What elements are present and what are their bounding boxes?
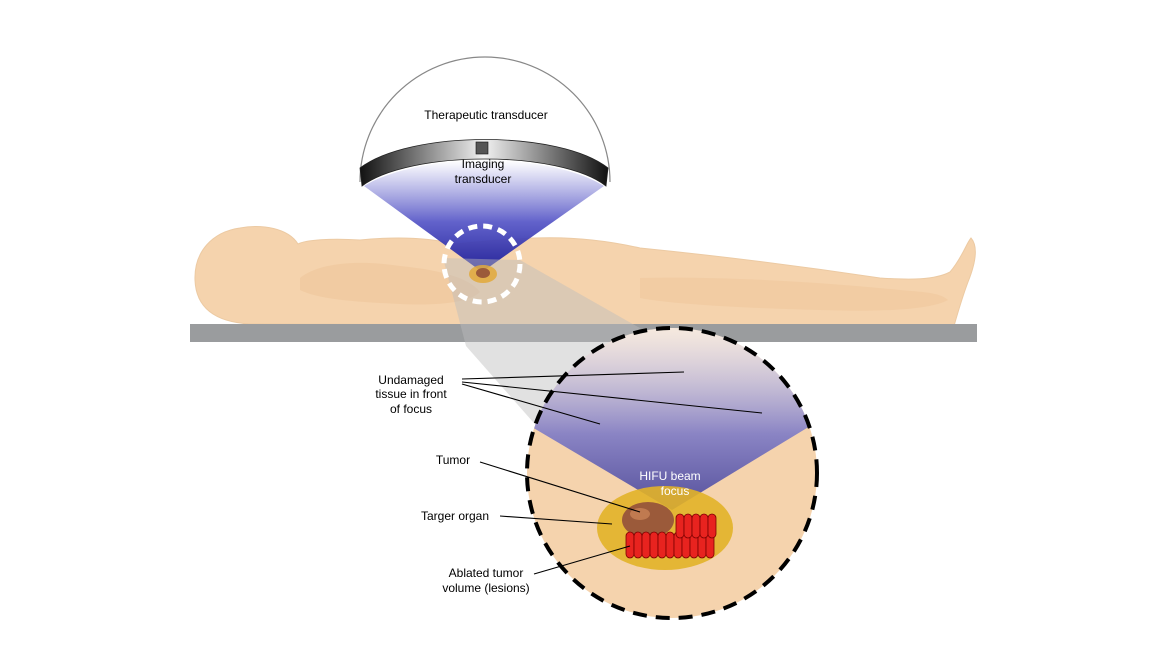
lesion bbox=[657, 531, 667, 559]
arm-contour bbox=[300, 262, 480, 305]
treatment-table bbox=[190, 324, 977, 342]
leader-undamaged-2 bbox=[461, 381, 763, 414]
lesion bbox=[675, 513, 685, 539]
patient-body bbox=[194, 226, 976, 327]
zoom-dashed-circle bbox=[525, 326, 819, 620]
leader-ablated bbox=[533, 545, 631, 575]
lesion bbox=[699, 513, 709, 539]
lesion bbox=[641, 531, 651, 559]
therapeutic-transducer bbox=[359, 56, 611, 187]
leader-undamaged-3 bbox=[461, 383, 601, 425]
lesion bbox=[683, 513, 693, 539]
label-ablated-2: volume (lesions) bbox=[442, 581, 529, 595]
label-imaging-transducer-2: transducer bbox=[455, 172, 512, 186]
lesion bbox=[649, 531, 659, 559]
lesion bbox=[625, 531, 635, 559]
lesion bbox=[691, 513, 701, 539]
label-hifu-1: HIFU beam bbox=[639, 469, 700, 483]
leg-contour bbox=[640, 277, 948, 311]
label-undamaged-2: tissue in front bbox=[375, 387, 447, 401]
transducer-bowl bbox=[359, 139, 609, 187]
focus-dashed-circle bbox=[441, 223, 523, 305]
label-ablated-1: Ablated tumor bbox=[449, 566, 524, 580]
label-tumor: Tumor bbox=[436, 453, 470, 467]
leader-undamaged-1 bbox=[461, 371, 685, 380]
leader-target-organ bbox=[499, 515, 613, 525]
label-target-organ: Targer organ bbox=[421, 509, 489, 523]
zoom-view bbox=[527, 328, 817, 618]
zoom-beam bbox=[527, 328, 817, 510]
leader-tumor bbox=[479, 461, 641, 513]
label-therapeutic-transducer: Therapeutic transducer bbox=[424, 108, 547, 122]
label-hifu-2: focus bbox=[661, 484, 690, 498]
label-undamaged-3: of focus bbox=[390, 402, 432, 416]
lesion bbox=[633, 531, 643, 559]
label-imaging-transducer-1: Imaging bbox=[462, 157, 505, 171]
imaging-transducer-probe bbox=[475, 141, 489, 155]
ultrasound-beam bbox=[364, 160, 604, 272]
focus-tumor bbox=[476, 268, 490, 278]
lesion bbox=[665, 531, 675, 559]
label-undamaged-1: Undamaged bbox=[378, 373, 443, 387]
leader-lines bbox=[461, 371, 763, 575]
zoom-lesions bbox=[625, 513, 717, 559]
lesion bbox=[707, 513, 717, 539]
